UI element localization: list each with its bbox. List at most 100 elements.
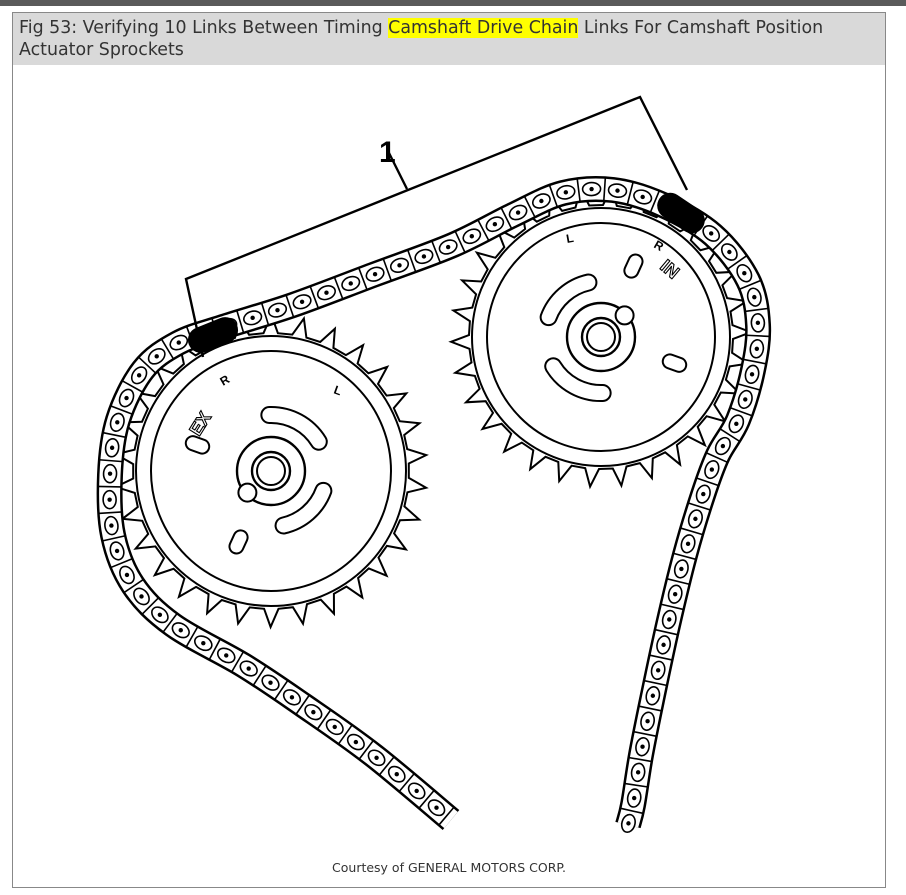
- chain-link-joint: [102, 431, 127, 439]
- chain-link-pin: [124, 395, 129, 401]
- chain-link-joint: [382, 258, 393, 282]
- chain-link-joint: [628, 756, 653, 763]
- chain-reference-link: [657, 192, 705, 234]
- sprocket-oval: [623, 253, 644, 279]
- chain-link-joint: [619, 807, 644, 815]
- chain-link-pin: [632, 795, 637, 801]
- chain-link-joint: [672, 552, 697, 561]
- chain-link-pin: [650, 693, 656, 698]
- figure-frame: Fig 53: Verifying 10 Links Between Timin…: [12, 12, 886, 888]
- chain-link-pin: [701, 491, 706, 497]
- chain-link-pin: [136, 373, 142, 378]
- chain-link-pin: [667, 617, 672, 622]
- timing-chain-diagram: 1 EX IN R L L R: [13, 65, 885, 865]
- chain-link-joint: [101, 534, 126, 542]
- chain-link-joint: [260, 302, 270, 326]
- chain-link-joint: [643, 679, 668, 687]
- chain-link-joint: [705, 451, 729, 464]
- chain-link-joint: [230, 650, 245, 673]
- intake-sprocket: [448, 184, 754, 490]
- chain-link-pin: [589, 186, 594, 192]
- chain-link-joint: [208, 638, 222, 661]
- chain-link-joint: [162, 612, 178, 633]
- chain-link-pin: [154, 354, 159, 359]
- chain-link-joint: [454, 230, 466, 254]
- chain-link-joint: [121, 379, 144, 393]
- chain-link-joint: [654, 628, 679, 636]
- chain-link-pin: [289, 695, 295, 700]
- chain-link-pin: [708, 231, 714, 236]
- chain-link-pin: [672, 591, 678, 597]
- chain-link-pin: [752, 294, 757, 300]
- chain-link-joint: [137, 356, 157, 374]
- sprocket-hole: [237, 482, 258, 503]
- sprocket-face: [486, 222, 716, 452]
- chain-link-joint: [638, 705, 663, 712]
- chain-link-pin: [324, 290, 329, 295]
- chain-link-joint: [746, 334, 771, 338]
- chain-link-pin: [679, 566, 684, 572]
- chain-link-joint: [273, 679, 289, 701]
- chain-link-joint: [729, 406, 753, 417]
- chain-link-pin: [250, 315, 255, 321]
- chain-link-pin: [720, 443, 726, 449]
- sprocket-slot: [274, 481, 333, 535]
- sprocket-bolt-inner: [256, 456, 286, 486]
- chain-link-pin: [685, 541, 691, 547]
- caption-highlight: Camshaft Drive Chain: [388, 18, 579, 38]
- chain-link-joint: [406, 249, 417, 273]
- chain-link-pin: [515, 210, 521, 215]
- chain-link-pin: [268, 680, 273, 685]
- chain-link-pin: [139, 594, 144, 599]
- chain-link-joint: [398, 772, 416, 793]
- chain-link-joint: [711, 233, 730, 252]
- caption-prefix: Fig 53: Verifying 10 Links Between Timin…: [19, 18, 389, 38]
- exhaust-sprocket: [113, 312, 429, 630]
- chain-link-joint: [738, 279, 762, 291]
- chain-link-joint: [660, 603, 685, 611]
- chain-link-joint: [160, 338, 175, 360]
- chain-link-pin: [109, 445, 115, 450]
- chain-link-pin: [755, 320, 761, 326]
- chain-link-pin: [348, 281, 353, 286]
- chain-link-joint: [295, 694, 311, 716]
- chain-link-pin: [539, 198, 544, 204]
- chain-link-joint: [737, 383, 761, 391]
- chain-link-joint: [602, 177, 607, 202]
- sprocket-oval: [228, 529, 249, 555]
- exhaust-l-mark: L: [332, 383, 344, 399]
- chain-link-joint: [141, 596, 160, 616]
- chain-link-pin: [374, 755, 379, 761]
- chain-link-pin: [394, 771, 399, 777]
- chain-link-pin: [742, 271, 747, 276]
- timing-chain: [96, 175, 772, 834]
- figure-caption: Fig 53: Verifying 10 Links Between Timin…: [13, 13, 885, 65]
- chain-link-joint: [523, 195, 536, 218]
- chain-link-joint: [576, 178, 581, 203]
- chain-link-joint: [123, 578, 145, 594]
- chain-link-pin: [332, 724, 337, 730]
- chain-link-pin: [709, 467, 715, 472]
- chain-link-joint: [285, 294, 295, 318]
- chain-link-pin: [749, 372, 755, 377]
- sprocket-face: [150, 350, 392, 592]
- chain-link-joint: [666, 577, 691, 586]
- sprocket-slot: [544, 357, 612, 403]
- caption-suffix: Links For Camshaft Position Actuator Spr…: [19, 18, 824, 60]
- chain-link-joint: [744, 307, 769, 313]
- callout-number: 1: [379, 136, 396, 169]
- chain-link-pin: [115, 420, 120, 425]
- chain-link-joint: [626, 181, 634, 206]
- chain-link-joint: [679, 527, 704, 536]
- chain-link-pin: [176, 340, 181, 345]
- chain-link-pin: [201, 640, 206, 646]
- chain-link-joint: [438, 806, 455, 826]
- chain-link-joint: [110, 557, 133, 569]
- chain-link-pin: [645, 719, 650, 724]
- chain-link-joint: [98, 458, 123, 463]
- chain-link-pin: [743, 397, 748, 402]
- chain-link-joint: [548, 184, 559, 208]
- chain-link-pin: [626, 821, 631, 826]
- chain-link-pin: [445, 244, 451, 250]
- chain-link-joint: [316, 709, 332, 730]
